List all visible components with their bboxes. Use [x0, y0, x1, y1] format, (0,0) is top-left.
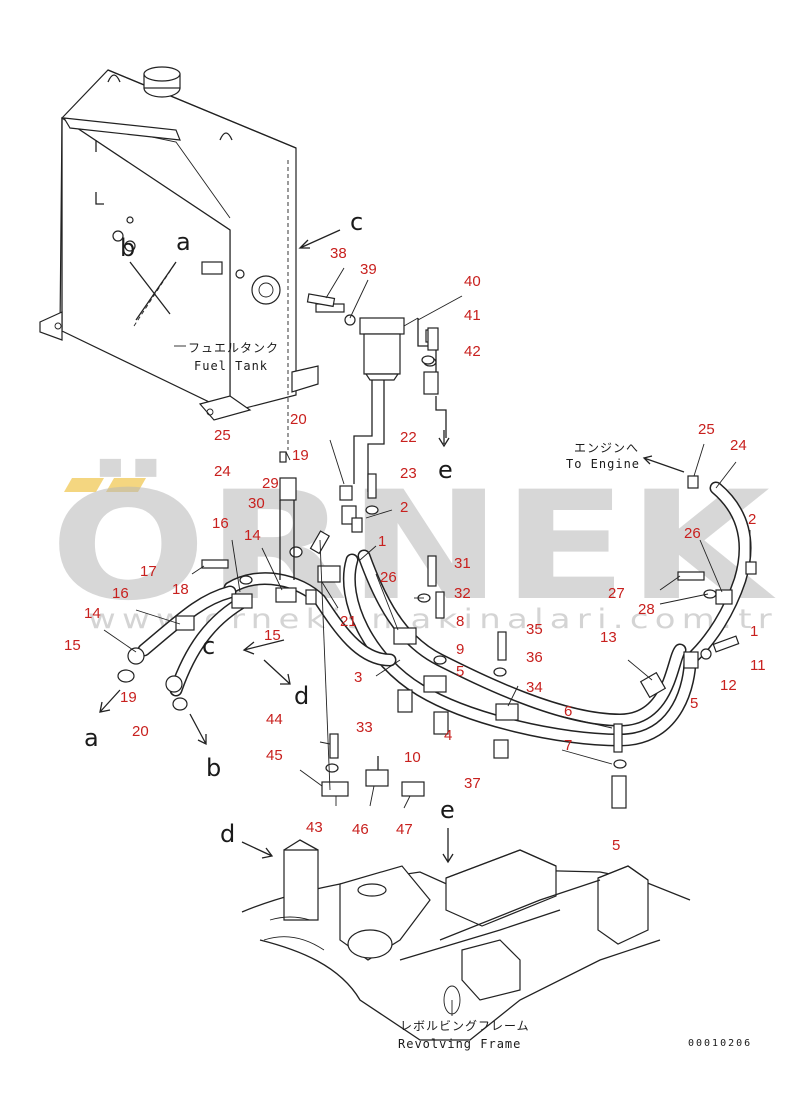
callout: 9: [456, 641, 464, 658]
callout: 14: [244, 527, 261, 544]
callout: 19: [120, 689, 137, 706]
callout: 14: [84, 605, 101, 622]
revolving-frame-label-jp: レボルビングフレーム: [400, 1019, 530, 1033]
callout: 5: [456, 663, 464, 680]
callout: 28: [638, 601, 655, 618]
to-engine-label-en: To Engine: [566, 457, 640, 471]
view-letter-d-mid: d: [294, 682, 309, 710]
revolving-frame-label-en: Revolving Frame: [398, 1037, 521, 1051]
view-arrows: [99, 229, 454, 864]
callout: 43: [306, 819, 323, 836]
callout: 21: [340, 613, 357, 630]
callout: 25: [698, 421, 715, 438]
view-letter-b-bot: b: [206, 754, 221, 782]
hardware: [117, 293, 757, 809]
callout: 13: [600, 629, 617, 646]
callout: 25: [214, 427, 231, 444]
view-letter-c-mid: c: [202, 632, 215, 660]
callout: 37: [464, 775, 481, 792]
fuel-tank-label-jp: フュエルタンク: [188, 341, 279, 355]
callout: 27: [608, 585, 625, 602]
callout: 32: [454, 585, 471, 602]
callout: 30: [248, 495, 265, 512]
drawing-code: 00010206: [688, 1038, 752, 1049]
callout: 8: [456, 613, 464, 630]
callout: 24: [730, 437, 747, 454]
callout: 23: [400, 465, 417, 482]
callout: 4: [444, 727, 452, 744]
view-letter-b-top: b: [120, 234, 135, 262]
callout: 19: [292, 447, 309, 464]
callout: 16: [212, 515, 229, 532]
callout: 39: [360, 261, 377, 278]
to-engine-label-jp: エンジンへ: [574, 441, 639, 455]
callout: 7: [564, 737, 572, 754]
watermark-brand: ÖRNEK: [50, 458, 776, 634]
callout: 45: [266, 747, 283, 764]
callout: 5: [612, 837, 620, 854]
callout: 33: [356, 719, 373, 736]
callout: 15: [64, 637, 81, 654]
fuel-filter: [315, 295, 463, 438]
callout: 38: [330, 245, 347, 262]
view-letter-e-mid: e: [438, 456, 453, 484]
callout: 34: [526, 679, 543, 696]
callout: 6: [564, 703, 572, 720]
callout: 11: [750, 657, 766, 674]
view-letter-e-bot: e: [440, 796, 455, 824]
callout: 20: [290, 411, 307, 428]
callout: 22: [400, 429, 417, 446]
watermark-accent-left: [64, 478, 104, 492]
callout: 2: [748, 511, 756, 528]
callout: 10: [404, 749, 421, 766]
callout: 31: [454, 555, 471, 572]
callout: 15: [264, 627, 281, 644]
callout: 1: [378, 533, 386, 550]
callout: 16: [112, 585, 129, 602]
fuel-tank: [39, 66, 319, 450]
leader-lines: [103, 267, 751, 809]
callout: 42: [464, 343, 481, 360]
hoses: [137, 481, 752, 747]
watermark-accent-right: [106, 478, 146, 492]
callout: 44: [266, 711, 283, 728]
callout: 18: [172, 581, 189, 598]
callout: 35: [526, 621, 543, 638]
callout: 2: [400, 499, 408, 516]
callout: 40: [464, 273, 481, 290]
callout: 41: [464, 307, 481, 324]
view-letter-c-top: c: [350, 208, 363, 236]
callout: 26: [380, 569, 397, 586]
view-letter-a-top: a: [176, 228, 191, 256]
callout: 20: [132, 723, 149, 740]
callout: 5: [690, 695, 698, 712]
view-letter-a-bot: a: [84, 724, 99, 752]
watermark: ÖRNEK www.ornekismakinalari.com.tr: [50, 458, 776, 635]
callout: 12: [720, 677, 737, 694]
callout: 24: [214, 463, 231, 480]
callout: 47: [396, 821, 413, 838]
callout: 17: [140, 563, 157, 580]
callout: 26: [684, 525, 701, 542]
callout: 3: [354, 669, 362, 686]
callout: 46: [352, 821, 369, 838]
fuel-tank-label-en: Fuel Tank: [194, 359, 268, 373]
callout: 29: [262, 475, 279, 492]
callout: 36: [526, 649, 543, 666]
callouts: 38 39 40 41 42 20 19 22 23 2 25 24 29 30…: [64, 245, 766, 854]
revolving-frame: [241, 839, 691, 1041]
callout: 1: [750, 623, 758, 640]
view-letter-d-bot: d: [220, 820, 235, 848]
